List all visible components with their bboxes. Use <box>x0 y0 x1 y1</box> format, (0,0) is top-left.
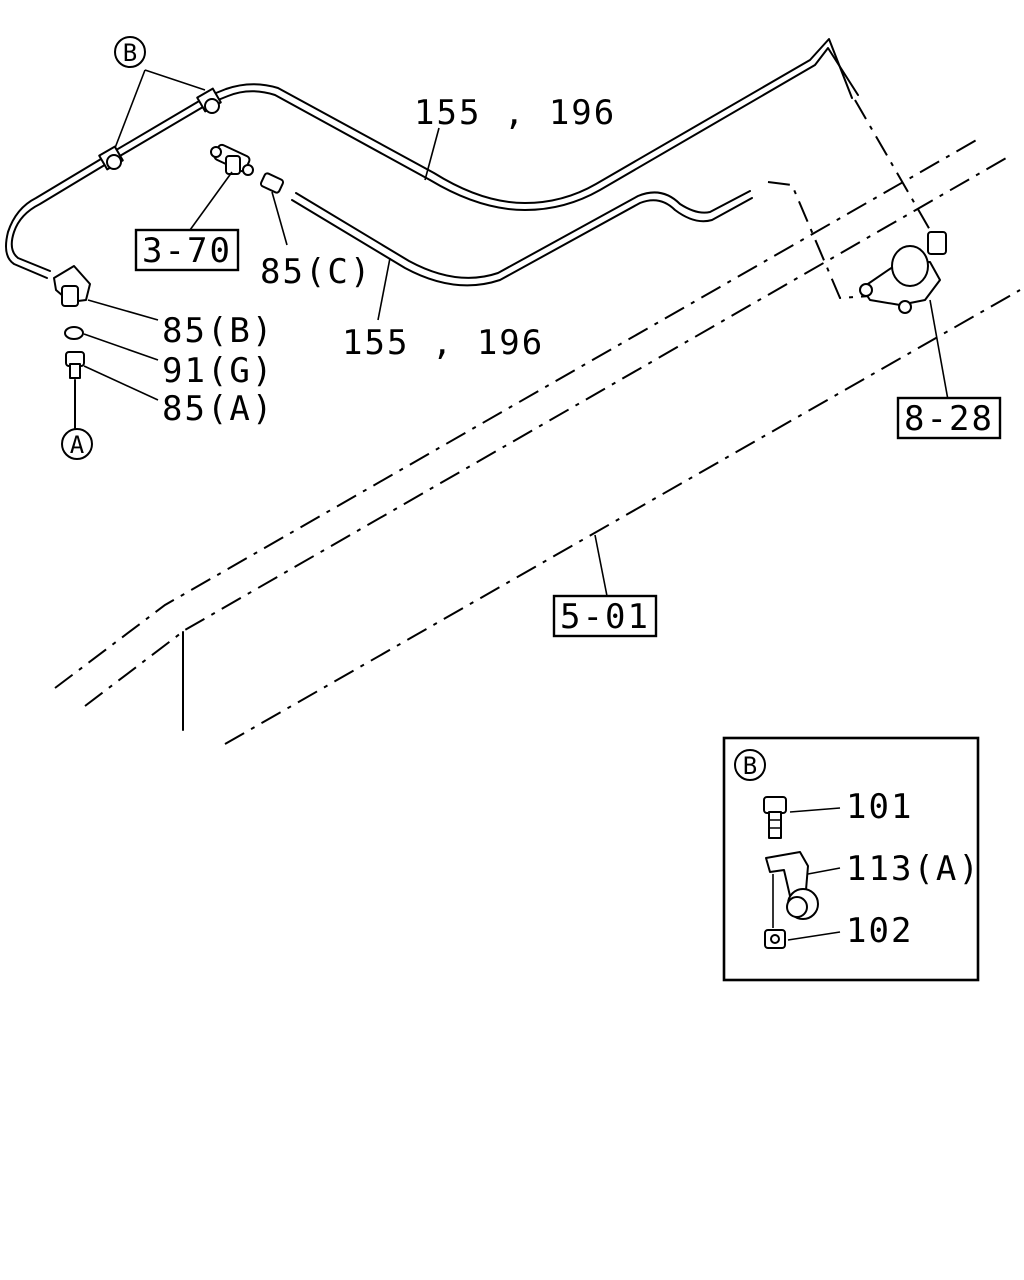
detail-b-header: B <box>743 752 757 780</box>
clip-113a <box>765 851 819 928</box>
label-pipe-upper: 155 , 196 <box>414 93 616 133</box>
ref-box-frame-label: 5-01 <box>560 597 650 637</box>
label-fitting-85c: 85(C) <box>260 252 372 292</box>
ref-circle-b: B <box>114 36 146 68</box>
detail-label-102: 102 <box>846 911 913 951</box>
routing-lines <box>767 99 931 300</box>
clip-b-left <box>98 145 124 171</box>
ref-box-tee-label: 3-70 <box>142 231 232 271</box>
valve-assembly <box>859 231 947 314</box>
bolt-85a <box>65 351 85 379</box>
brake-pipe-upper <box>5 38 859 279</box>
fitting-85c <box>259 172 285 194</box>
gasket-91g <box>64 326 84 340</box>
ref-circle-b-label: B <box>123 39 137 67</box>
clip-b-right <box>196 87 222 114</box>
label-bolt-85a: 85(A) <box>162 389 274 429</box>
elbow-fitting-85b <box>53 265 91 307</box>
leader-lines <box>83 69 949 597</box>
detail-label-113a: 113(A) <box>846 849 981 889</box>
leader-101 <box>789 807 841 813</box>
ref-box-tee[interactable]: 3-70 <box>134 228 240 272</box>
bolt-101 <box>763 796 787 839</box>
leader-102 <box>787 931 841 941</box>
label-fitting-85b: 85(B) <box>162 311 274 351</box>
detail-b-inset: B 101 113(A) 102 <box>722 736 981 982</box>
nut-102 <box>764 929 786 949</box>
detail-label-101: 101 <box>846 787 913 827</box>
frame-rail <box>54 137 1021 745</box>
label-gasket-91g: 91(G) <box>162 351 274 391</box>
ref-circle-a-label: A <box>70 431 85 459</box>
leader-113a <box>807 867 841 875</box>
ref-box-frame[interactable]: 5-01 <box>552 594 658 638</box>
brake-pipe-lower <box>291 190 753 287</box>
tee-fitting <box>210 143 254 176</box>
ref-box-valve[interactable]: 8-28 <box>896 396 1002 440</box>
ref-circle-a: A <box>61 428 93 460</box>
ref-box-valve-label: 8-28 <box>904 399 994 439</box>
label-pipe-lower: 155 , 196 <box>342 323 544 363</box>
